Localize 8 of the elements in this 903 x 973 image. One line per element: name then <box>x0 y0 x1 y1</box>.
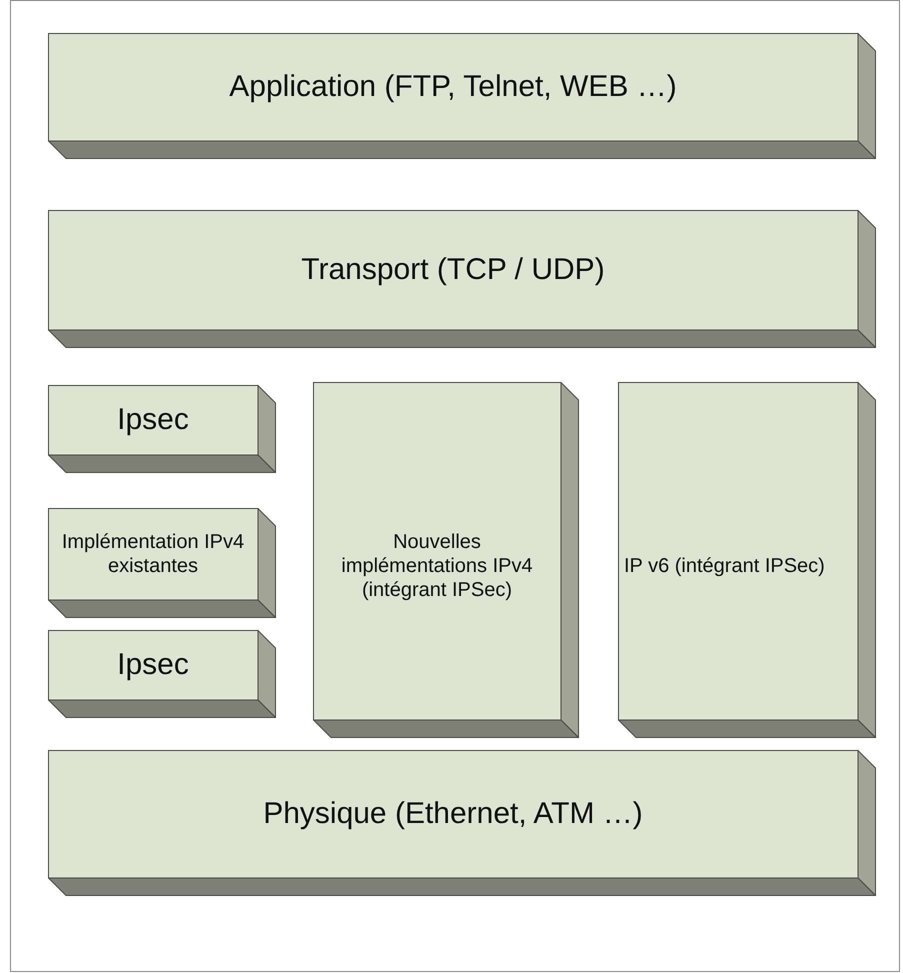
layer-label: Ipsec <box>117 402 189 438</box>
layer-label: Ipsec <box>117 647 189 683</box>
layer-label: Physique (Ethernet, ATM …) <box>263 796 643 832</box>
layer-label: Application (FTP, Telnet, WEB …) <box>229 69 677 105</box>
layer-label: Nouvelles implémentations IPv4 (intégrant IPSec) <box>340 530 534 602</box>
layer-label: Transport (TCP / UDP) <box>301 252 605 288</box>
layer-label: IP v6 (intégrant IPSec) <box>624 554 825 578</box>
layer-label: Implémentation IPv4 existantes <box>60 530 246 578</box>
